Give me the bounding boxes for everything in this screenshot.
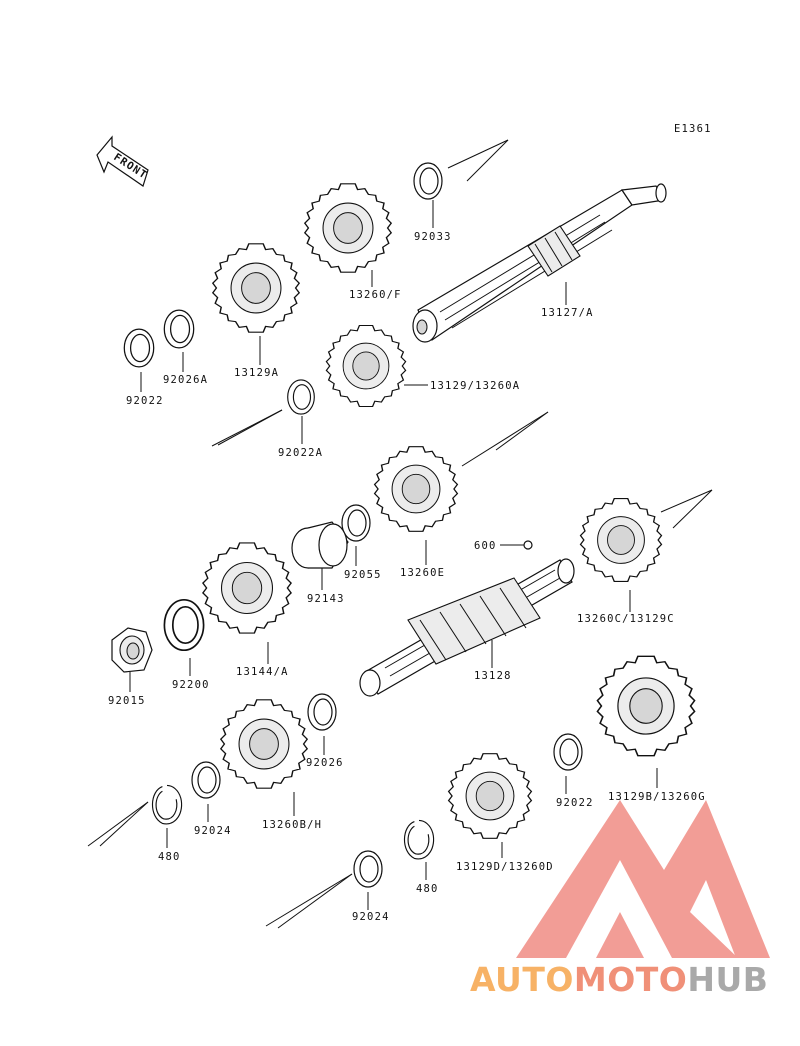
washer-92024-bottom [353,850,383,888]
circlip-92033 [413,162,443,200]
front-arrow-icon: FRONT [96,135,149,187]
drawing-code: E1361 [674,123,712,135]
part-label: 13144/A [236,666,289,678]
part-label: 13260B/H [262,819,322,831]
circlip-480-left [151,784,183,825]
part-label: 13260/F [349,289,402,301]
gear-13260BH [220,699,308,789]
part-label: 480 [158,851,181,863]
part-label: 92055 [344,569,382,581]
watermark-hub: HUB [687,960,769,999]
part-label: 92022A [278,447,323,459]
part-label: 92026A [163,374,208,386]
axis-lines [87,139,713,929]
part-label: 13260E [400,567,445,579]
main-shaft-13127 [412,183,667,343]
washer-92022-right [553,733,583,771]
washer-92024-left [191,761,221,799]
part-label: 480 [416,883,439,895]
part-label: 13129A [234,367,279,379]
part-label: 600 [474,540,497,552]
washer-92022A [287,379,315,415]
part-label: 13129D/13260D [456,861,554,873]
part-label: 92200 [172,679,210,691]
part-label: 13129B/13260G [608,791,706,803]
part-label: 92024 [194,825,232,837]
circlip-480-right [403,819,435,860]
sprocket-13144A [202,542,292,634]
part-label: 13127/A [541,307,594,319]
gear-13260F [304,183,392,273]
part-label: 13128 [474,670,512,682]
gear-13129A [212,243,300,333]
watermark-auto: AUTO [470,960,574,999]
counter-shaft-13128 [359,558,575,697]
part-label: 92022 [556,797,594,809]
nut-92015 [111,627,153,673]
watermark-text: AUTOMOTOHUB [470,960,800,999]
gear-13260C [579,498,663,583]
part-label: 13129/13260A [430,380,520,392]
ball-600 [523,540,533,550]
watermark-moto: MOTO [573,960,688,999]
gear-13129-13260A [325,324,407,408]
part-label: 13260C/13129C [577,613,675,625]
part-label: 92022 [126,395,164,407]
leader-lines [129,200,658,910]
lockwasher-92200 [163,598,205,652]
watermark-logo-icon [516,800,770,958]
part-label: 92026 [306,757,344,769]
part-label: 92015 [108,695,146,707]
ring-92055 [341,504,371,542]
part-label: 92033 [414,231,452,243]
part-label: 92143 [307,593,345,605]
gear-13129D [448,753,532,839]
washer-92026A [163,309,195,349]
part-label: 92024 [352,911,390,923]
washer-92022-top [123,328,155,368]
part-labels: 92033 13260/F 13127/A 92026A 92022 13129… [108,231,706,923]
gear-13260E [373,446,459,532]
gear-13129B [596,655,696,757]
washer-92026 [307,693,337,731]
collar-92143 [291,521,349,569]
